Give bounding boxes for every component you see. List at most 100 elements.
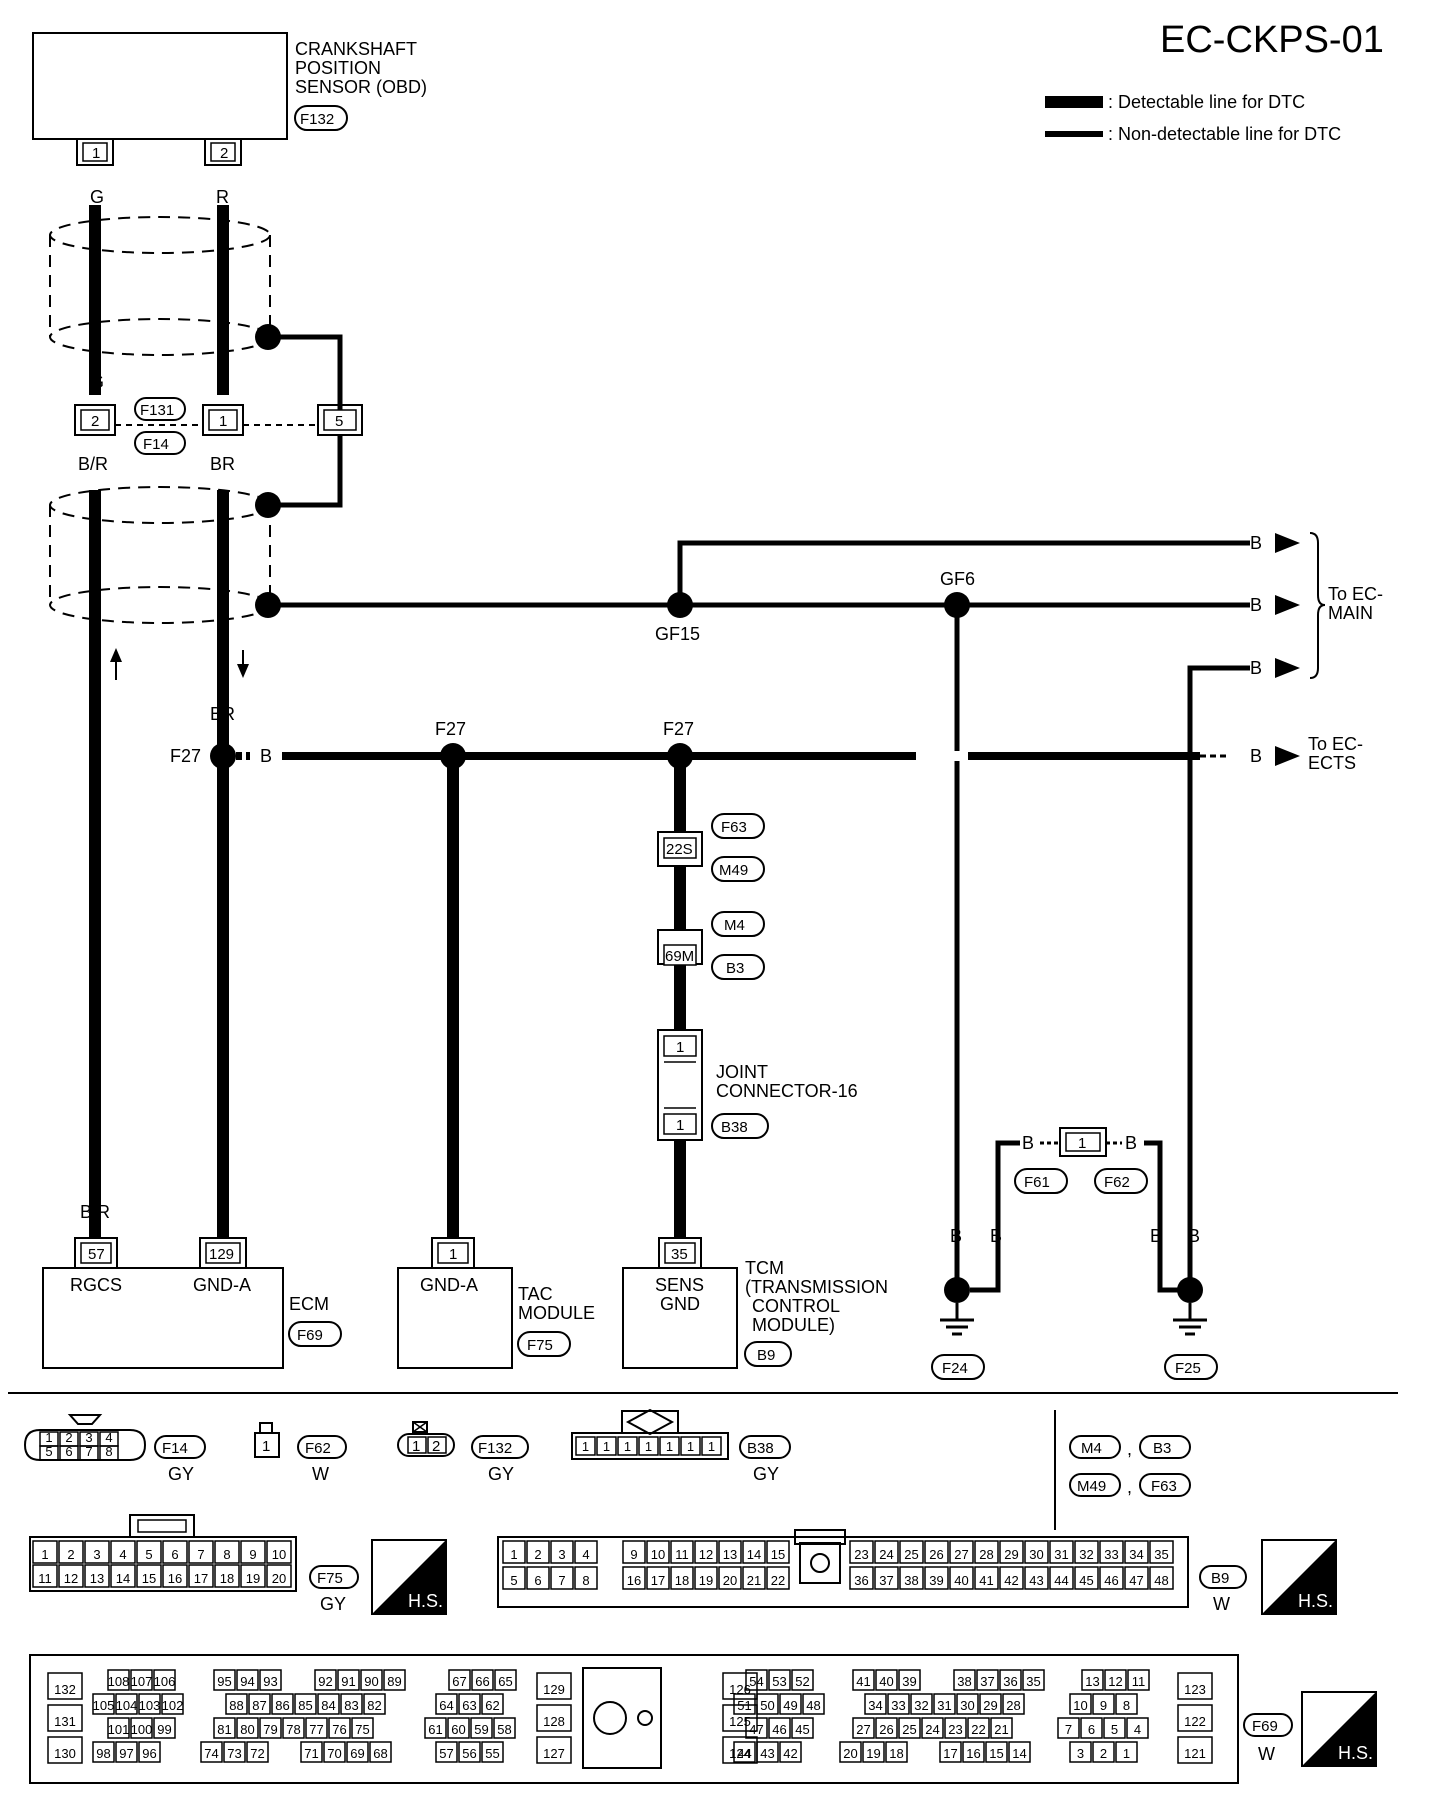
svg-text:F75: F75 <box>317 1570 343 1587</box>
connector-pin <box>337 1669 360 1691</box>
connector-pin <box>638 1436 659 1456</box>
svg-text:GY: GY <box>168 1464 194 1484</box>
connector-pin <box>680 1436 701 1456</box>
connector-pin <box>910 1693 933 1715</box>
connector-pin <box>1124 1566 1149 1590</box>
connector-face-f62: 1 F62 W <box>254 1422 347 1484</box>
connector-pin <box>574 1566 598 1590</box>
svg-text:RGCS: RGCS <box>70 1275 122 1295</box>
connector-pin-number: 100 <box>131 1722 153 1737</box>
f27-bus-ec-ects: BR F27 B F27 F27 B To EC- ECTS B <box>170 700 1363 1238</box>
connector-pin <box>1099 1540 1124 1564</box>
connector-pin <box>622 1540 646 1564</box>
svg-text:H.S.: H.S. <box>1338 1743 1373 1763</box>
svg-text:GY: GY <box>320 1594 346 1614</box>
connector-pin-number: 19 <box>866 1746 880 1761</box>
connector-pin-number: 12 <box>1108 1674 1122 1689</box>
connector-pin-number: 95 <box>217 1674 231 1689</box>
connector-pin <box>874 1540 899 1564</box>
svg-text:129: 129 <box>209 1246 234 1263</box>
connector-pin <box>266 1540 292 1564</box>
connector-pin <box>1069 1693 1092 1715</box>
connector-pin <box>526 1566 550 1590</box>
svg-text:B: B <box>675 1184 687 1204</box>
connector-pin <box>956 1693 979 1715</box>
connector-pin <box>240 1564 266 1588</box>
connector-pin <box>939 1741 962 1763</box>
connector-pin-number: 101 <box>108 1722 130 1737</box>
svg-text:B: B <box>675 796 687 816</box>
connector-pin-number: 43 <box>1029 1573 1043 1588</box>
connector-pin <box>949 1540 974 1564</box>
connector-pin-number: 121 <box>1184 1746 1206 1761</box>
connector-pin-number: 79 <box>263 1722 277 1737</box>
svg-text:(TRANSMISSION: (TRANSMISSION <box>745 1277 888 1297</box>
connector-pin-number: 14 <box>116 1571 130 1586</box>
connector-pin-number: 16 <box>627 1573 641 1588</box>
connector-pin-number: 122 <box>1184 1714 1206 1729</box>
svg-text:TAC: TAC <box>518 1284 553 1304</box>
connector-pin <box>448 1669 471 1691</box>
connector-pin-number: 128 <box>543 1714 565 1729</box>
connector-pin <box>259 1669 282 1691</box>
connector-pin-number: 8 <box>105 1444 112 1459</box>
connector-pin-number: 3 <box>93 1547 100 1562</box>
connector-pin <box>110 1564 136 1588</box>
svg-text:B38: B38 <box>721 1119 748 1136</box>
connector-pin <box>887 1693 910 1715</box>
connector-pin <box>745 1669 768 1691</box>
connector-pin-number: 76 <box>332 1722 346 1737</box>
connector-pin-number: 4 <box>105 1430 112 1445</box>
connector-pin-number: 78 <box>286 1722 300 1737</box>
connector-pin <box>136 1540 162 1564</box>
connector-pin <box>47 1672 83 1700</box>
connector-pin <box>248 1693 271 1715</box>
connector-pin-number: 46 <box>1104 1573 1118 1588</box>
connector-pin-number: 60 <box>451 1722 465 1737</box>
connector-pin-number: 44 <box>1054 1573 1068 1588</box>
connector-pin <box>1002 1693 1025 1715</box>
svg-text:F62: F62 <box>305 1440 331 1457</box>
connector-pin-number: 9 <box>1100 1698 1107 1713</box>
connector-pin <box>921 1717 944 1739</box>
connector-pin-number: 85 <box>298 1698 312 1713</box>
connector-pin <box>153 1717 176 1739</box>
connector-pin <box>839 1741 862 1763</box>
connector-pin-number: 23 <box>948 1722 962 1737</box>
connector-pin-number: 17 <box>194 1571 208 1586</box>
svg-text:B: B <box>1150 1226 1162 1246</box>
svg-text:1: 1 <box>676 1039 684 1056</box>
connector-pin-number: 66 <box>475 1674 489 1689</box>
connector-pin-number: 74 <box>204 1746 218 1761</box>
svg-text:GND-A: GND-A <box>193 1275 251 1295</box>
connector-pin-number: 3 <box>558 1547 565 1562</box>
connector-pin <box>79 1445 99 1461</box>
connector-pin-number: 67 <box>452 1674 466 1689</box>
connector-pin <box>550 1540 574 1564</box>
connector-pin <box>259 1717 282 1739</box>
svg-text:22S: 22S <box>666 841 693 858</box>
connector-pin-number: 1 <box>1123 1746 1130 1761</box>
connector-pin-number: 6 <box>534 1573 541 1588</box>
connector-pin <box>1149 1566 1174 1590</box>
connector-pin <box>1081 1669 1104 1691</box>
connector-pin-number: 84 <box>321 1698 335 1713</box>
svg-text:F69: F69 <box>1252 1718 1278 1735</box>
connector-pin-number: 41 <box>856 1674 870 1689</box>
connector-pin-number: 38 <box>957 1674 971 1689</box>
svg-text:W: W <box>312 1464 329 1484</box>
svg-text:W: W <box>1258 1744 1275 1764</box>
connector-pin-number: 39 <box>902 1674 916 1689</box>
connector-pin <box>369 1741 392 1763</box>
svg-text:B/R: B/R <box>78 454 108 474</box>
connector-pin <box>1024 1566 1049 1590</box>
connector-pin <box>526 1540 550 1564</box>
connector-pin <box>617 1436 638 1456</box>
connector-pin-number: 3 <box>1077 1746 1084 1761</box>
connector-pin <box>1099 1566 1124 1590</box>
connector-pin <box>999 1669 1022 1691</box>
connector-pin <box>271 1693 294 1715</box>
connector-pin-number: 36 <box>854 1573 868 1588</box>
svg-text:1: 1 <box>219 413 227 430</box>
